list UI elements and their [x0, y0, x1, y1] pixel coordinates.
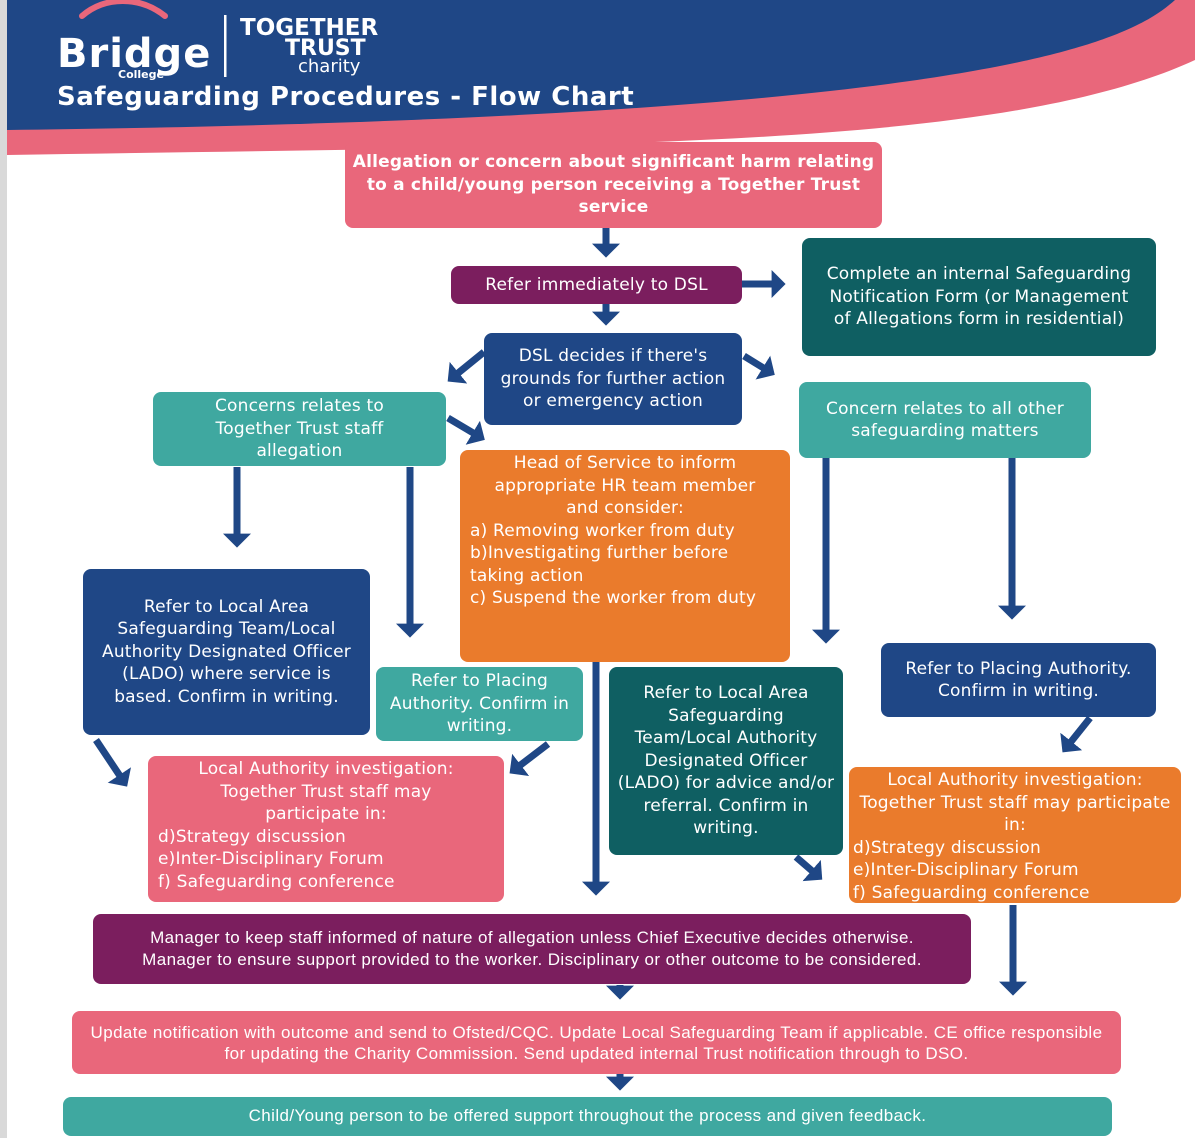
la-left-item-e: e)Inter-Disciplinary Forum — [158, 849, 384, 869]
node-refer-lado-mid: Refer to Local Area Safeguarding Team/Lo… — [609, 667, 843, 855]
head-of-service-option-a: a) Removing worker from duty — [470, 520, 735, 541]
node-complete-form: Complete an internal Safeguarding Notifi… — [802, 238, 1156, 356]
node-support: Child/Young person to be offered support… — [63, 1097, 1112, 1136]
node-update-notification: Update notification with outcome and sen… — [72, 1011, 1121, 1074]
node-head-of-service: Head of Service to inform appropriate HR… — [460, 450, 790, 662]
la-left-item-f: f) Safeguarding conference — [158, 871, 395, 892]
head-of-service-option-c: c) Suspend the worker from duty — [470, 588, 757, 608]
together-logo-text: TOGETHER — [240, 15, 379, 41]
header-banner — [7, 0, 1195, 155]
node-la-investigation-right: Local Authority investigation: Together … — [849, 767, 1181, 903]
node-manager: Manager to keep staff informed of nature… — [93, 914, 971, 984]
node-staff-allegation: Concerns relates to Together Trust staff… — [153, 392, 446, 466]
arrow-lado-to-la-left — [93, 738, 131, 787]
node-la-investigation-left: Local Authority investigation: Together … — [148, 756, 504, 902]
head-of-service-option-b: b)Investigating further before taking ac… — [470, 543, 729, 586]
node-other-matters: Concern relates to all other safeguardin… — [799, 382, 1091, 458]
node-dsl-decides: DSL decides if there's grounds for furth… — [484, 333, 742, 425]
charity-logo-text: charity — [298, 56, 361, 77]
arrow-decide-to-staff — [447, 349, 487, 384]
arrow-staff-to-head — [446, 414, 485, 445]
la-right-item-e: e)Inter-Disciplinary Forum — [853, 860, 1079, 880]
arrow-placing-to-la-left — [509, 741, 551, 777]
la-right-item-d: d)Strategy discussion — [853, 837, 1041, 858]
trust-logo-text: TRUST — [285, 36, 366, 61]
college-logo-text: College — [118, 68, 164, 81]
la-left-intro: Local Authority investigation: Together … — [198, 759, 454, 824]
head-of-service-intro: Head of Service to inform appropriate HR… — [494, 453, 756, 518]
la-left-item-d: d)Strategy discussion — [158, 826, 346, 847]
node-allegation: Allegation or concern about significant … — [345, 142, 882, 228]
page-left-border — [0, 0, 7, 1138]
node-refer-dsl: Refer immediately to DSL — [451, 266, 742, 304]
page-title: Safeguarding Procedures - Flow Chart — [57, 82, 635, 112]
node-refer-placing-left: Refer to Placing Authority. Confirm in w… — [376, 667, 583, 741]
arrow-decide-to-other — [742, 353, 775, 380]
arrow-lado-mid-to-la-right — [793, 854, 823, 882]
arrow-placing-right-to-la-right — [1060, 715, 1093, 753]
node-refer-lado-left: Refer to Local Area Safeguarding Team/Lo… — [83, 569, 370, 735]
la-right-intro: Local Authority investigation: Together … — [859, 770, 1171, 835]
bridge-logo-text: Bridge — [57, 31, 212, 77]
la-right-item-f: f) Safeguarding conference — [853, 882, 1090, 903]
node-refer-placing-right: Refer to Placing Authority. Confirm in w… — [881, 643, 1156, 717]
